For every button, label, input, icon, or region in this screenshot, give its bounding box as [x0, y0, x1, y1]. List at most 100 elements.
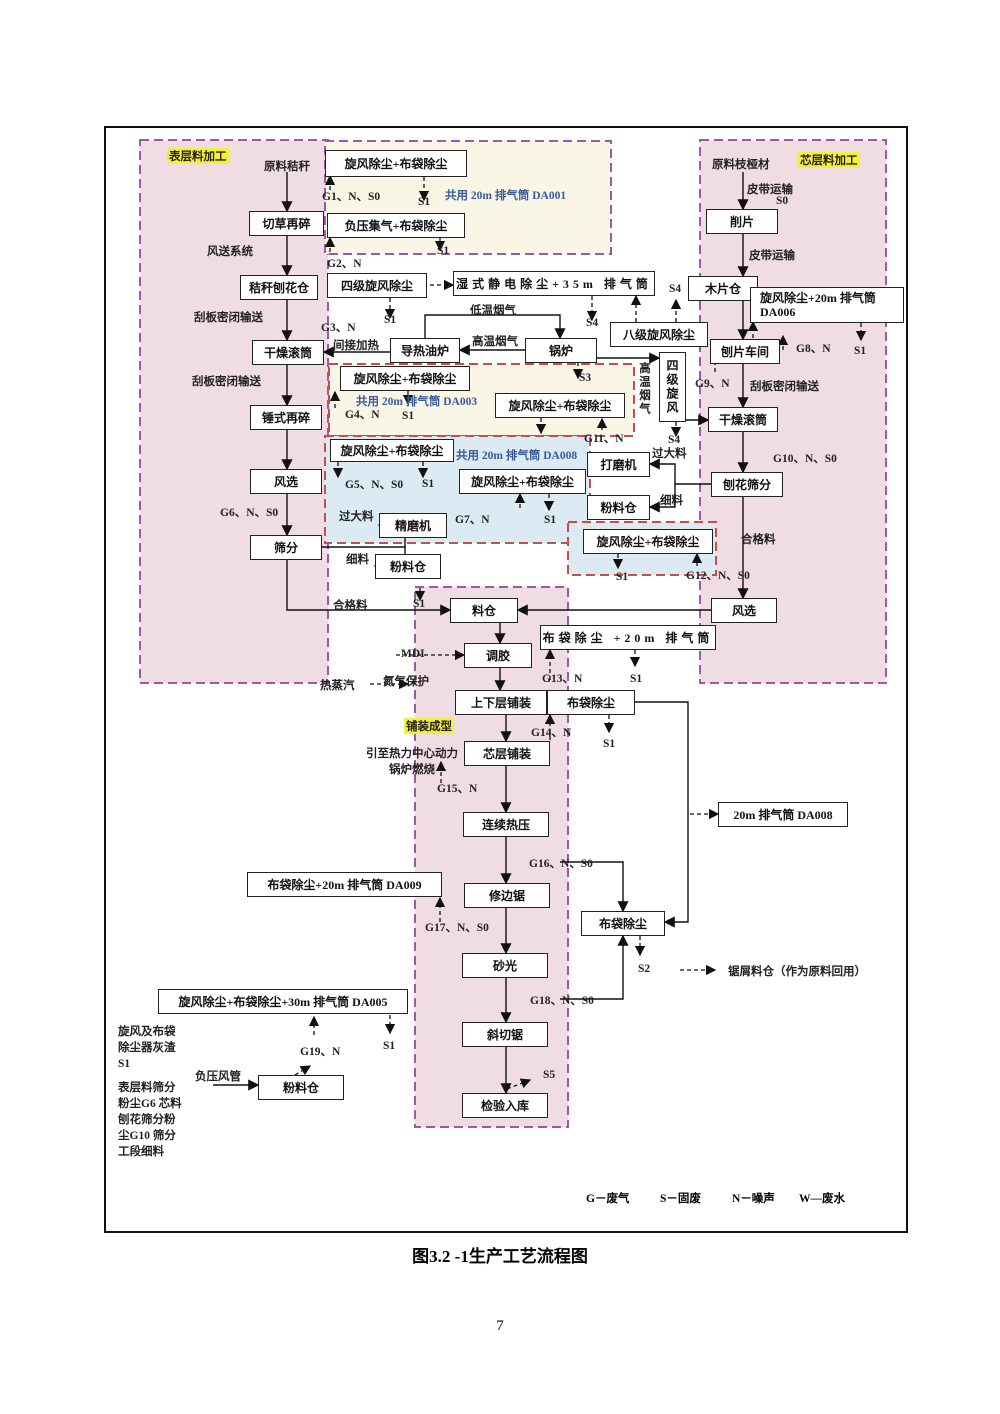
legend-w: W—废水 [799, 1193, 845, 1205]
process-box: 旋风除尘+布袋除尘 [325, 150, 467, 177]
note: 旋风及布袋除尘器灰渣 S1 [118, 1026, 176, 1070]
label: S1 [418, 196, 431, 208]
region-title-core: 芯层料加工 [798, 152, 860, 168]
label: 过大料 [652, 448, 687, 460]
process-box: 芯层铺装 [464, 741, 550, 766]
label: G16、N、S0 [529, 858, 593, 870]
label: S1 [437, 245, 450, 257]
process-box: 检验入库 [462, 1093, 548, 1118]
label: S2 [638, 963, 651, 975]
label: S1 [384, 314, 397, 326]
process-box: 干燥滚筒 [708, 407, 778, 432]
process-box: 调胶 [464, 643, 532, 668]
process-box: 粉料仓 [258, 1075, 344, 1100]
label: S4 [669, 283, 682, 295]
label: G18、N、S0 [530, 995, 594, 1007]
process-box: 上下层铺装 [455, 690, 547, 715]
process-box: 八级旋风除尘 [610, 322, 708, 347]
label: G3、N [321, 322, 356, 334]
process-box: 旋风除尘+20m 排气筒 DA006 [750, 287, 904, 323]
label: 皮带运输 [747, 184, 793, 196]
label: 锯屑料仓（作为原料回用） [728, 966, 866, 978]
process-box: 削片 [706, 209, 778, 234]
process-box: 导热油炉 [390, 338, 460, 363]
label: S1 [616, 571, 629, 583]
label: 皮带运输 [749, 250, 795, 262]
process-box: 旋风除尘+布袋除尘 [340, 366, 470, 391]
label: 共用 20m 排气筒 DA003 [356, 396, 478, 408]
label: S1 [413, 598, 426, 610]
label: S4 [668, 434, 681, 446]
label: 细料 [660, 495, 683, 507]
label: 共用 20m 排气筒 DA008 [456, 450, 578, 462]
process-box: 四级旋风 [659, 352, 686, 422]
legend-n: N－噪声 [732, 1193, 775, 1205]
process-box: 连续热压 [463, 812, 549, 837]
label: 引至热力中心动力锅炉燃烧 [366, 748, 458, 776]
process-box: 切草再碎 [249, 211, 324, 236]
label: S0 [776, 195, 789, 207]
label: G17、N、S0 [425, 922, 489, 934]
label: G12、N、S0 [686, 570, 750, 582]
label: G7、N [455, 514, 490, 526]
process-box: 20m 排气筒 DA008 [718, 802, 848, 827]
label: G8、N [796, 343, 831, 355]
label: 合格料 [741, 534, 776, 546]
label: G19、N [300, 1046, 341, 1058]
label: 高温烟气 [472, 336, 518, 348]
process-box: 负压集气+布袋除尘 [327, 213, 465, 238]
label: S1 [402, 410, 415, 422]
label: 负压风管 [195, 1071, 241, 1083]
process-box: 锅炉 [525, 338, 597, 363]
label: S1 [544, 514, 557, 526]
process-box: 布袋除尘 [547, 690, 635, 715]
process-box: 砂光 [462, 953, 548, 978]
label: G10、N、S0 [773, 453, 837, 465]
label: 刮板密闭输送 [750, 381, 819, 393]
note: 表层料筛分粉尘G6 芯料刨花筛分粉尘G10 筛分工段细料 [118, 1082, 182, 1158]
process-box: 料仓 [450, 598, 518, 623]
label: G11、N [584, 433, 624, 445]
process-box: 布袋除尘 +20m 排气筒 [540, 625, 716, 650]
label: 间接加热 [333, 340, 379, 352]
label: G5、N、S0 [345, 479, 404, 491]
process-box: 刨花筛分 [711, 472, 783, 497]
legend-s: S－固废 [660, 1193, 701, 1205]
label: 刮板密闭输送 [192, 376, 261, 388]
process-box: 干燥滚筒 [252, 340, 324, 365]
process-box: 四级旋风除尘 [327, 273, 427, 298]
region-title-surface: 表层料加工 [167, 148, 229, 164]
process-box: 粉料仓 [375, 554, 441, 579]
process-box: 斜切锯 [462, 1022, 548, 1047]
label: 细料 [346, 554, 369, 566]
label: G6、N、S0 [220, 507, 279, 519]
label: 合格料 [333, 600, 368, 612]
label: 共用 20m 排气筒 DA001 [445, 190, 567, 202]
process-box: 木片仓 [688, 276, 758, 301]
process-box: 旋风除尘+布袋除尘 [495, 393, 625, 418]
label: S3 [579, 372, 592, 384]
label: 高温烟气 [638, 362, 650, 416]
label: S5 [543, 1069, 556, 1081]
label: MDI [401, 648, 425, 660]
outer-frame [104, 126, 908, 1233]
process-box: 湿式静电除尘+35m 排气筒 [453, 271, 655, 296]
label: S1 [383, 1040, 396, 1052]
page-number: 7 [496, 1318, 504, 1334]
process-box: 锤式再碎 [250, 405, 322, 430]
label: 风送系统 [207, 246, 253, 258]
process-box: 精磨机 [379, 513, 447, 538]
label: 过大料 [339, 511, 374, 523]
process-box: 风选 [250, 469, 322, 494]
process-box: 风选 [711, 598, 777, 623]
process-box: 秸秆刨花仓 [240, 275, 318, 300]
region-title-forming: 铺装成型 [404, 718, 454, 734]
label: G15、N [437, 783, 478, 795]
legend-g: G－废气 [586, 1193, 630, 1205]
label: S1 [854, 345, 867, 357]
label: S1 [603, 738, 616, 750]
figure-caption: 图3.2 -1生产工艺流程图 [412, 1247, 588, 1266]
process-box: 打磨机 [587, 452, 650, 477]
label: S4 [586, 317, 599, 329]
